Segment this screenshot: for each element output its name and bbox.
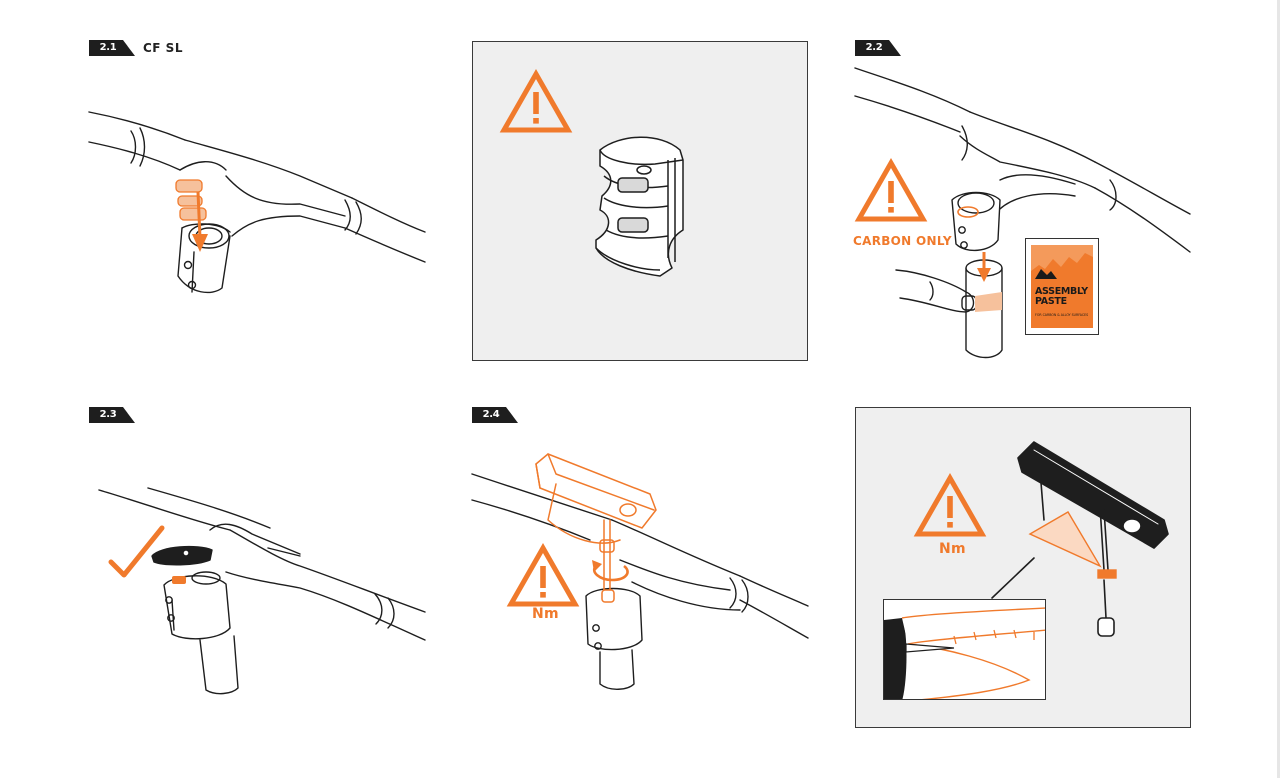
warning-triangle-icon [918, 478, 982, 534]
clamp-paste-mark [957, 206, 979, 218]
warning-triangle-icon [504, 74, 568, 130]
carbon-only-label: CARBON ONLY [853, 234, 952, 248]
torque-scale-orange [1028, 511, 1117, 579]
spacer-fitted [172, 576, 186, 584]
torque-wrench-orange [535, 453, 657, 603]
paste-subtitle: FOR CARBON & ALLOY SURFACES [1035, 313, 1089, 317]
mountain-logo [1031, 245, 1093, 279]
paste-label: ASSEMBLY PASTE FOR CARBON & ALLOY SURFAC… [1031, 245, 1093, 328]
spacer-parts-orange [175, 179, 207, 221]
check-mark-icon [108, 525, 165, 578]
torque-label: Nm [939, 541, 966, 557]
stem-handlebar-drawing-2-2 [854, 67, 1191, 359]
down-arrow-icon [977, 252, 991, 282]
step-tag-2-1: 2.1 [89, 40, 135, 56]
step-tag-2-3: 2.3 [89, 407, 135, 423]
stem-handlebar-drawing-2-4 [471, 473, 809, 690]
step-tag-2-2: 2.2 [855, 40, 901, 56]
step-number: 2.4 [482, 409, 500, 420]
warning-triangle-icon [511, 548, 575, 604]
model-label: CF SL [143, 41, 183, 55]
stem-handlebar-drawing-2-3 [98, 487, 426, 695]
down-arrow-icon [192, 191, 208, 252]
warning-triangle-icon [859, 163, 923, 219]
torque-label: Nm [532, 606, 559, 622]
step-number: 2.1 [99, 42, 117, 53]
split-spacer-drawing [595, 136, 684, 277]
assembly-paste-packet: ASSEMBLY PASTE FOR CARBON & ALLOY SURFAC… [1025, 238, 1099, 335]
rotate-arrow-icon [592, 560, 629, 582]
paste-title: ASSEMBLY PASTE [1035, 286, 1088, 307]
page-edge [1277, 0, 1280, 778]
step-tag-2-4: 2.4 [472, 407, 518, 423]
scale-closeup [884, 607, 1045, 699]
stem-handlebar-drawing-2-1 [88, 111, 426, 294]
step-number: 2.3 [99, 409, 117, 420]
paste-applied [975, 292, 1002, 312]
torque-wrench-drawing [991, 441, 1169, 637]
torque-scale-inset [883, 599, 1046, 700]
step-number: 2.2 [865, 42, 883, 53]
